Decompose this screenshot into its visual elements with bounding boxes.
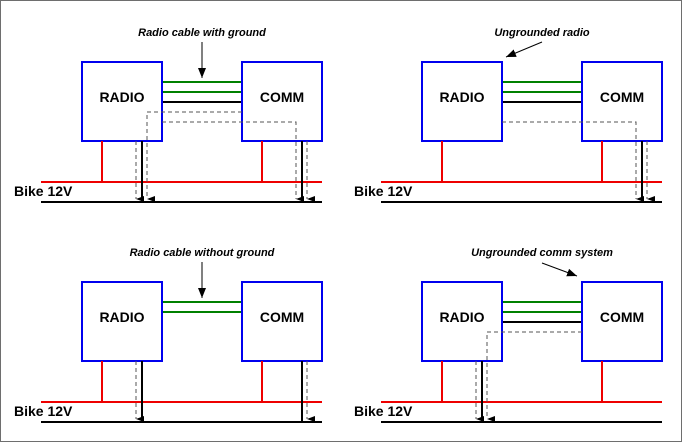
radio-box [421,281,503,362]
radio-box [81,61,163,142]
panel-caption: Radio cable with ground [138,27,266,39]
comm-label: COMM [260,309,304,325]
radio-label: RADIO [99,89,144,105]
radio-box [81,281,163,362]
panel-caption: Ungrounded comm system [471,247,613,259]
comm-label: COMM [260,89,304,105]
bus-label: Bike 12V [14,403,73,419]
caption-arrow [505,41,543,58]
panel-radio-cable-with-ground: Radio cable with ground RADIO COMM Bike … [14,27,323,203]
comm-box [241,281,323,362]
return-path-arrow [502,121,644,202]
radio-label: RADIO [439,89,484,105]
radio-label: RADIO [439,309,484,325]
bus-label: Bike 12V [14,183,73,199]
panel-caption: Radio cable without ground [130,247,275,259]
comm-label: COMM [600,89,644,105]
return-path-arrow [162,121,304,202]
caption-arrow [541,262,578,277]
panel-ungrounded-comm-system: Ungrounded comm system RADIO COMM Bike 1… [354,247,663,423]
panel-caption: Ungrounded radio [494,27,590,39]
comm-label: COMM [600,309,644,325]
panel-ungrounded-radio: Ungrounded radio RADIO COMM Bike 12V [354,27,663,203]
comm-box [581,61,663,142]
radio-box [421,61,503,142]
comm-box [581,281,663,362]
return-path-arrow [486,331,582,422]
panel-radio-cable-without-ground: Radio cable without ground RADIO COMM Bi… [14,247,323,423]
bus-label: Bike 12V [354,183,413,199]
return-path-arrow [146,111,242,202]
bus-label: Bike 12V [354,403,413,419]
radio-label: RADIO [99,309,144,325]
comm-box [241,61,323,142]
